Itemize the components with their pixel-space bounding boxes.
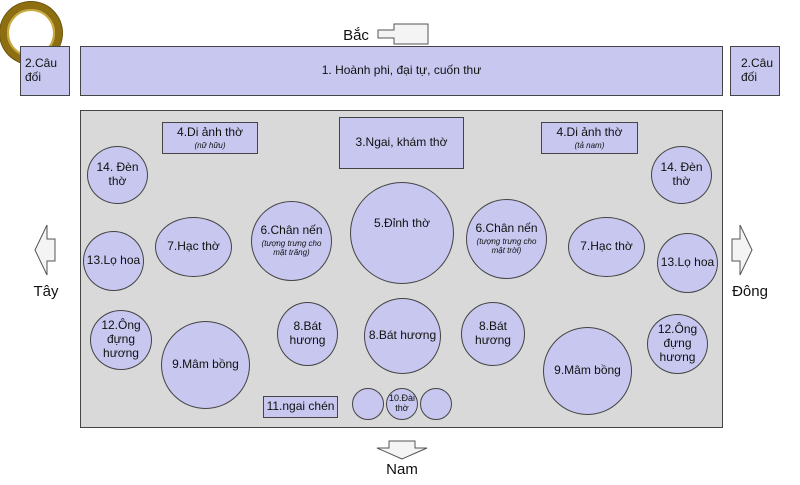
chan-nen-left-note: (tượng trưng cho mặt trăng) [261, 239, 322, 257]
ngai-chen: 11.ngai chén [263, 396, 338, 418]
cau-doi-right: 2.Câu đối [730, 46, 780, 96]
north-label: Bắc [343, 27, 369, 44]
bat-huong-right-label: 8.Bát hương [475, 319, 511, 347]
ong-dung-huong-left-label: 12.Ông đựng hương [101, 318, 141, 360]
hac-tho-left: 7.Hạc thờ [155, 217, 232, 277]
di-anh-right-note: (tả nam) [574, 140, 605, 150]
chan-nen-left: 6.Chân nến (tượng trưng cho mặt trăng) [251, 201, 332, 281]
ngai-chen-label: 11.ngai chén [266, 399, 335, 414]
hoanh-phi-label: 1. Hoành phi, đại tự, cuốn thư [321, 63, 482, 78]
di-anh-left-note: (nữ hữu) [194, 140, 226, 150]
di-anh-right-label: 4.Di ảnh thờ [556, 124, 623, 139]
south-arrow-icon [376, 440, 428, 460]
dai-tho-label: 10.Đài thờ [388, 393, 415, 413]
mam-bong-left-label: 9.Mâm bồng [172, 357, 239, 372]
east-label: Đông [732, 283, 768, 300]
bat-huong-center: 8.Bát hương [364, 298, 441, 374]
south-label: Nam [386, 461, 418, 478]
lo-hoa-left-label: 13.Lọ hoa [86, 253, 141, 268]
lo-hoa-left: 13.Lọ hoa [83, 231, 144, 291]
ong-dung-huong-left: 12.Ông đựng hương [90, 310, 152, 370]
lo-hoa-right-label: 13.Lọ hoa [660, 255, 715, 270]
chan-nen-left-label: 6.Chân nến [260, 223, 323, 238]
east-arrow-icon [731, 224, 753, 276]
di-anh-left-label: 4.Di ảnh thờ [177, 124, 243, 139]
ong-dung-huong-right: 12.Ông đựng hương [647, 314, 708, 374]
den-tho-left: 14. Đèn thờ [87, 146, 148, 204]
mam-bong-left: 9.Mâm bồng [161, 321, 250, 409]
dai-tho-cup-left [352, 388, 384, 420]
di-anh-left: 4.Di ảnh thờ (nữ hữu) [162, 122, 258, 154]
chan-nen-right: 6.Chân nến (tượng trưng cho mặt trời) [466, 199, 547, 279]
dinh-tho-label: 5.Đỉnh thờ [374, 216, 430, 230]
ngai-kham-tho-label: 3.Ngai, khám thờ [355, 135, 448, 150]
ngai-kham-tho: 3.Ngai, khám thờ [339, 117, 464, 169]
hac-tho-right-label: 7.Hạc thờ [580, 239, 633, 254]
bat-huong-left: 8.Bát hương [277, 302, 338, 366]
hac-tho-left-label: 7.Hạc thờ [167, 239, 220, 254]
den-tho-left-label: 14. Đèn thờ [96, 160, 139, 188]
ong-dung-huong-right-label: 12.Ông đựng hương [657, 322, 698, 364]
cau-doi-right-label: 2.Câu đối [741, 56, 774, 84]
cau-doi-left-label: 2.Câu đối [25, 56, 58, 84]
mam-bong-right: 9.Mâm bồng [543, 327, 632, 415]
hoanh-phi-banner: 1. Hoành phi, đại tự, cuốn thư [80, 46, 723, 96]
dai-tho-cup-right [420, 388, 452, 420]
west-arrow-icon [34, 224, 56, 276]
di-anh-right: 4.Di ảnh thờ (tả nam) [541, 122, 638, 154]
dinh-tho: 5.Đỉnh thờ [350, 182, 454, 284]
hac-tho-right: 7.Hạc thờ [568, 217, 645, 277]
chan-nen-right-label: 6.Chân nến [475, 221, 538, 236]
chan-nen-right-note: (tượng trưng cho mặt trời) [476, 237, 537, 255]
mam-bong-right-label: 9.Mâm bồng [554, 363, 621, 378]
dai-tho: 10.Đài thờ [386, 388, 418, 420]
bat-huong-right: 8.Bát hương [461, 302, 525, 366]
cau-doi-left: 2.Câu đối [20, 46, 70, 96]
lo-hoa-right: 13.Lọ hoa [657, 233, 718, 293]
den-tho-right: 14. Đèn thờ [651, 146, 712, 204]
bat-huong-center-label: 8.Bát hương [368, 328, 437, 343]
north-arrow-icon [377, 23, 429, 45]
bat-huong-left-label: 8.Bát hương [289, 319, 326, 347]
west-label: Tây [33, 283, 59, 300]
den-tho-right-label: 14. Đèn thờ [660, 160, 703, 188]
